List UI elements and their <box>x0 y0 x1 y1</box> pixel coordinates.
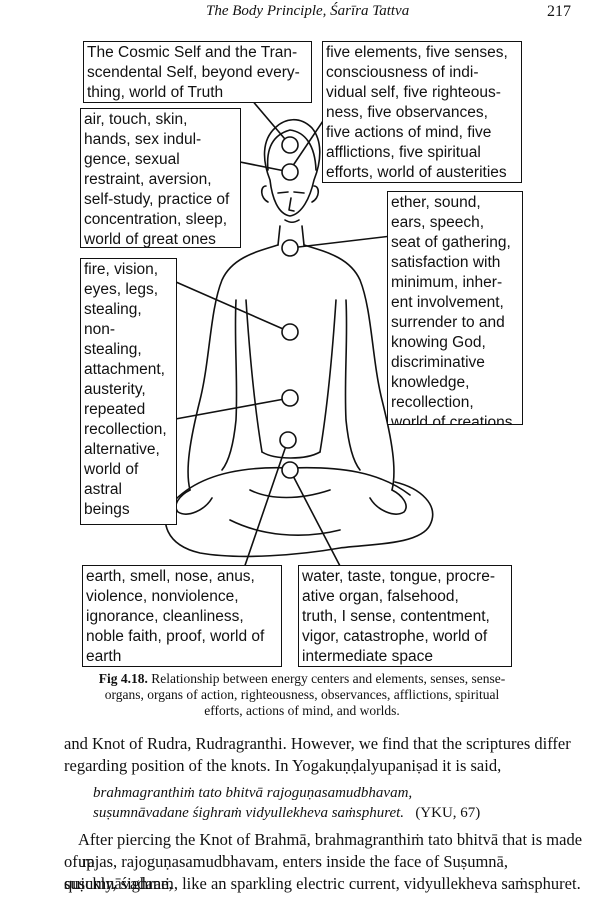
verse-line-1: brahmagranthiṁ tato bhitvā rajoguṇasamud… <box>93 785 413 801</box>
chakra-crown-circle <box>281 136 299 154</box>
page-number: 217 <box>547 3 571 20</box>
left-hand <box>175 489 213 515</box>
paragraph-2-line-3: quickly, śighraṁ, like an sparkling elec… <box>64 874 581 893</box>
running-header: The Body Principle, Śarīra Tattva <box>206 3 410 19</box>
right-hand <box>369 489 407 515</box>
box-cosmic-self: The Cosmic Self and the Tran- scendental… <box>83 41 312 103</box>
paragraph-2-line-2: of rajas, rajoguṇasamudbhavam, enters in… <box>64 852 508 893</box>
box-earth-smell: earth, smell, nose, anus, violence, nonv… <box>82 565 282 667</box>
chakra-heart-circle <box>281 323 299 341</box>
right-arm-outline <box>303 244 395 491</box>
legs-outline <box>164 481 434 558</box>
torso-left <box>245 299 263 453</box>
verse-line-2: suṣumnāvadane śighraṁ vidyullekheva saṁs… <box>93 803 480 823</box>
chakra-brow-circle <box>281 163 299 181</box>
meditating-figure-illustration <box>159 71 434 581</box>
paragraph-2-line-1: After piercing the Knot of Brahmā, brahm… <box>78 830 583 871</box>
box-water-taste: water, taste, tongue, procre- ative orga… <box>298 565 512 667</box>
paragraph-1-line-1: and Knot of Rudra, Rudragranthi. However… <box>64 734 571 753</box>
torso-right <box>319 299 337 453</box>
paragraph-1-line-2: regarding position of the knots. In Yoga… <box>64 756 502 775</box>
verse-line-2-text: suṣumnāvadane śighraṁ vidyullekheva saṁs… <box>93 805 405 821</box>
chakra-figure: The Cosmic Self and the Tran- scendental… <box>80 41 523 667</box>
chakra-throat-circle <box>281 239 299 257</box>
left-arm-outline <box>187 244 279 491</box>
box-fire-vision: fire, vision, eyes, legs, stealing, non-… <box>80 258 177 525</box>
box-five-elements: five elements, five senses, consciousnes… <box>322 41 522 183</box>
caption-text: Relationship between energy centers and … <box>104 671 506 718</box>
head-outline <box>263 118 321 217</box>
box-ether-sound: ether, sound, ears, speech, seat of gath… <box>387 191 523 425</box>
figure-caption: Fig 4.18. Relationship between energy ce… <box>84 671 520 719</box>
verse-reference: (YKU, 67) <box>415 805 481 821</box>
chakra-sacral-circle <box>279 431 297 449</box>
chakra-root-circle <box>281 461 299 479</box>
caption-label: Fig 4.18. <box>98 671 148 686</box>
chakra-navel-circle <box>281 389 299 407</box>
box-air-touch: air, touch, skin, hands, sex indul- genc… <box>80 108 241 248</box>
